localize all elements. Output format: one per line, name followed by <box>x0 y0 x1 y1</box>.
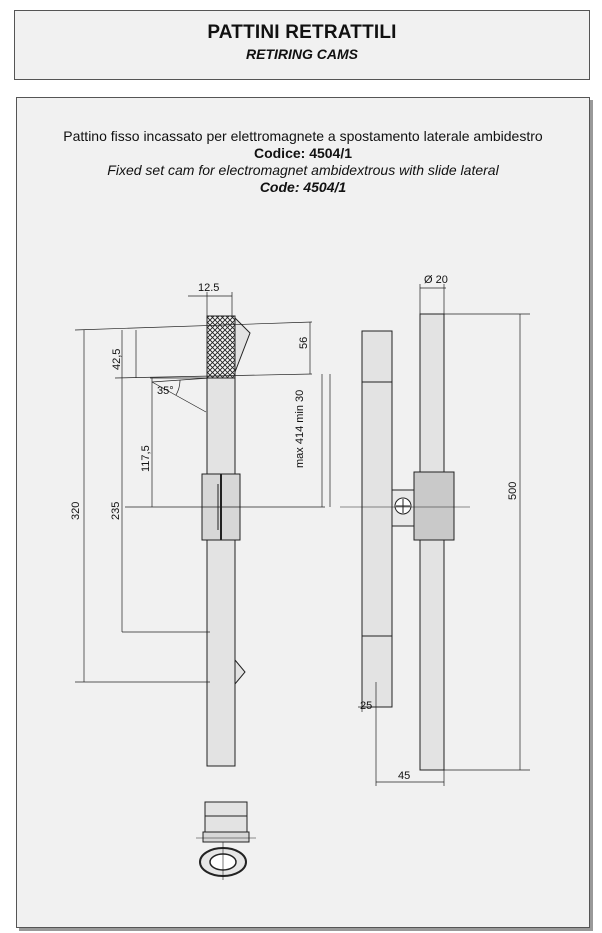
bottom-view <box>196 801 256 880</box>
side-view <box>340 313 470 771</box>
page-title: PATTINI RETRATTILI <box>207 22 397 43</box>
dim-25: 25 <box>360 700 372 712</box>
description-it: Pattino fisso incassato per elettromagne… <box>63 128 543 144</box>
dim-max-min: max 414 min 30 <box>294 390 306 468</box>
left-rail <box>361 330 393 708</box>
knurled-head <box>206 315 236 379</box>
dimension-lines-right <box>358 284 530 786</box>
bottom-wedge <box>234 658 246 686</box>
description-en: Fixed set cam for electromagnet ambidext… <box>107 162 499 178</box>
code-en: Code: 4504/1 <box>259 179 347 195</box>
dim-diameter: Ø 20 <box>424 274 448 286</box>
dim-angle: 35° <box>157 385 174 397</box>
dim-500: 500 <box>507 482 519 500</box>
dim-45: 45 <box>398 770 410 782</box>
dim-42-5: 42,5 <box>111 349 123 370</box>
code-it: Codice: 4504/1 <box>253 145 353 161</box>
dim-117-5: 117,5 <box>140 445 152 472</box>
bottom-block <box>204 801 248 833</box>
cam-bar <box>206 315 236 767</box>
page-subtitle: RETIRING CAMS <box>246 46 358 62</box>
top-wedge <box>234 316 251 373</box>
dimension-lines-left <box>74 292 331 683</box>
header-box: PATTINI RETRATTILI RETIRING CAMS <box>14 10 590 80</box>
dim-12-5: 12.5 <box>198 282 219 294</box>
dim-56: 56 <box>298 337 310 349</box>
right-rail <box>419 313 445 771</box>
description: Pattino fisso incassato per elettromagne… <box>17 128 589 196</box>
drawing-panel: Pattino fisso incassato per elettromagne… <box>16 97 590 928</box>
cam-bar-view <box>201 315 251 767</box>
slide-block <box>413 471 455 541</box>
dim-320: 320 <box>70 502 82 520</box>
dim-235: 235 <box>110 502 122 520</box>
